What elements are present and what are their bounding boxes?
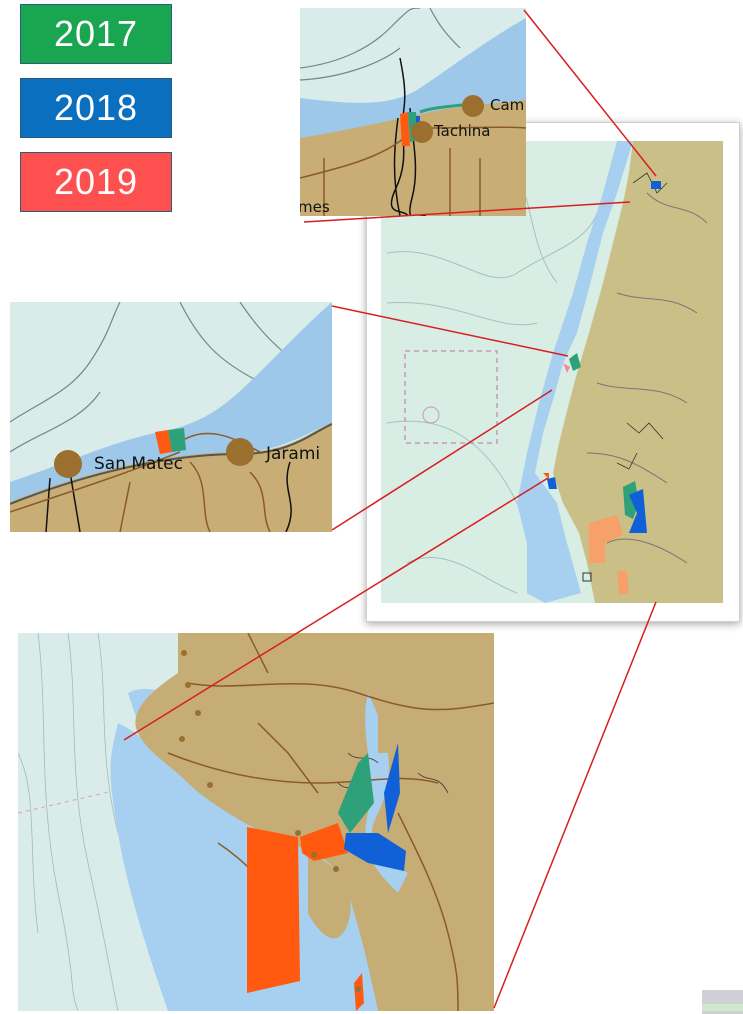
- label-tachina: Tachina: [434, 122, 491, 140]
- label-san-mateo: San Matec: [94, 454, 183, 474]
- inset-map-middle[interactable]: San Matec Jarami: [10, 302, 332, 532]
- inset-map-bottom[interactable]: [18, 633, 494, 1011]
- label-camarones: Cam: [490, 96, 525, 114]
- legend-2017: 2017: [20, 4, 172, 64]
- legend-2018: 2018: [20, 78, 172, 138]
- legend-2019: 2019: [20, 152, 172, 212]
- inset-map-top[interactable]: Tachina Cam mes: [300, 8, 526, 216]
- corner-swatch-green: [702, 1004, 743, 1011]
- label-jaramijo: Jarami: [266, 444, 321, 464]
- label-esmeraldas: mes: [300, 198, 330, 216]
- connector-bottom-lower: [493, 601, 657, 1009]
